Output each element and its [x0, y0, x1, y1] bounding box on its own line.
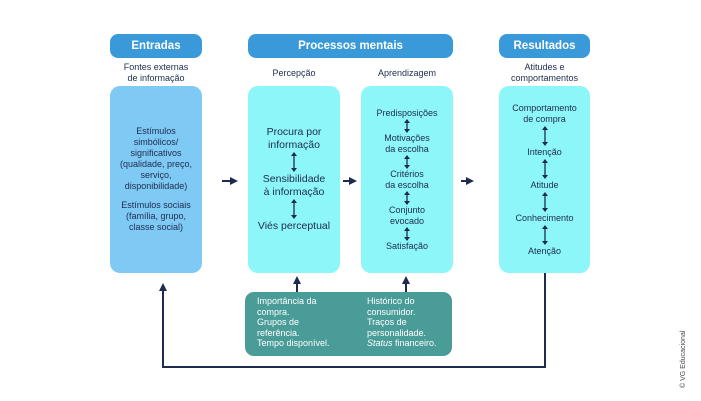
double-arrow-icon — [404, 226, 410, 241]
influence-line: Histórico do — [367, 296, 415, 306]
social-stimuli-title: Estímulos sociais — [121, 200, 191, 210]
learning-item: Satisfação — [385, 240, 429, 251]
results-item: Conhecimento — [515, 212, 574, 223]
influence-italic-word: Status — [367, 338, 393, 348]
double-arrow-icon — [541, 158, 548, 179]
influences-right-column: Histórico do consumidor. Traços de perso… — [367, 296, 437, 349]
header-mental-processes: Processos mentais — [248, 34, 453, 58]
results-item: Intenção — [527, 146, 562, 157]
results-item: Atenção — [527, 245, 562, 256]
influence-line: Importância da — [257, 296, 317, 306]
copyright-notice: © VG Educacional — [680, 330, 687, 388]
influence-line: Traços de — [367, 317, 407, 327]
double-arrow-icon — [404, 154, 410, 169]
influence-line: Tempo disponível. — [257, 338, 330, 348]
learning-item: Critérios da escolha — [385, 168, 429, 190]
double-arrow-icon — [291, 152, 297, 173]
header-results: Resultados — [499, 34, 590, 58]
perception-item: Procura por informação — [266, 126, 322, 151]
subtitle-results: Atitudes e comportamentos — [510, 62, 579, 83]
double-arrow-icon — [291, 199, 297, 220]
learning-item: Predisposições — [376, 107, 438, 118]
feedback-loop-line — [159, 273, 546, 368]
results-item: Comportamento de compra — [512, 102, 577, 124]
symbolic-stimuli-detail: (qualidade, preço, serviço, disponibilid… — [119, 159, 193, 191]
learning-item: Conjunto evocado — [388, 204, 426, 226]
inputs-box: Estímulos simbólicos/ significativos (qu… — [110, 86, 202, 273]
double-arrow-icon — [541, 125, 548, 146]
influence-line: Grupos de — [257, 317, 300, 327]
double-arrow-icon — [541, 224, 548, 245]
social-stimuli-detail: (família, grupo, classe social) — [125, 211, 187, 232]
subtitle-inputs: Fontes externas de informação — [123, 62, 189, 83]
perception-item: Sensibilidade à informação — [262, 173, 326, 198]
influence-line: personalidade. — [367, 327, 427, 338]
influence-line: referência. — [257, 327, 300, 338]
learning-item: Motivações da escolha — [384, 132, 430, 154]
learning-box: Predisposições Motivações da escolha Cri… — [361, 86, 453, 273]
results-box: Comportamento de compra Intenção Atitude… — [499, 86, 590, 273]
symbolic-stimuli-title: Estímulos simbólicos/ significativos — [130, 126, 182, 158]
subtitle-perception: Percepção — [272, 68, 316, 78]
influences-box: Importância da compra. Grupos de referên… — [245, 292, 452, 356]
influence-line: compra. — [257, 306, 290, 317]
double-arrow-icon — [541, 191, 548, 212]
influence-line: Status financeiro. — [367, 338, 437, 349]
double-arrow-icon — [404, 118, 410, 133]
influence-line: consumidor. — [367, 306, 416, 317]
header-inputs: Entradas — [110, 34, 202, 58]
results-item: Atitude — [530, 179, 559, 190]
double-arrow-icon — [404, 190, 410, 205]
subtitle-learning: Aprendizagem — [377, 68, 437, 78]
perception-box: Procura por informação Sensibilidade à i… — [248, 86, 340, 273]
influences-left-column: Importância da compra. Grupos de referên… — [257, 296, 330, 349]
perception-item: Viés perceptual — [257, 220, 331, 233]
influence-line-rest: financeiro. — [392, 338, 437, 348]
